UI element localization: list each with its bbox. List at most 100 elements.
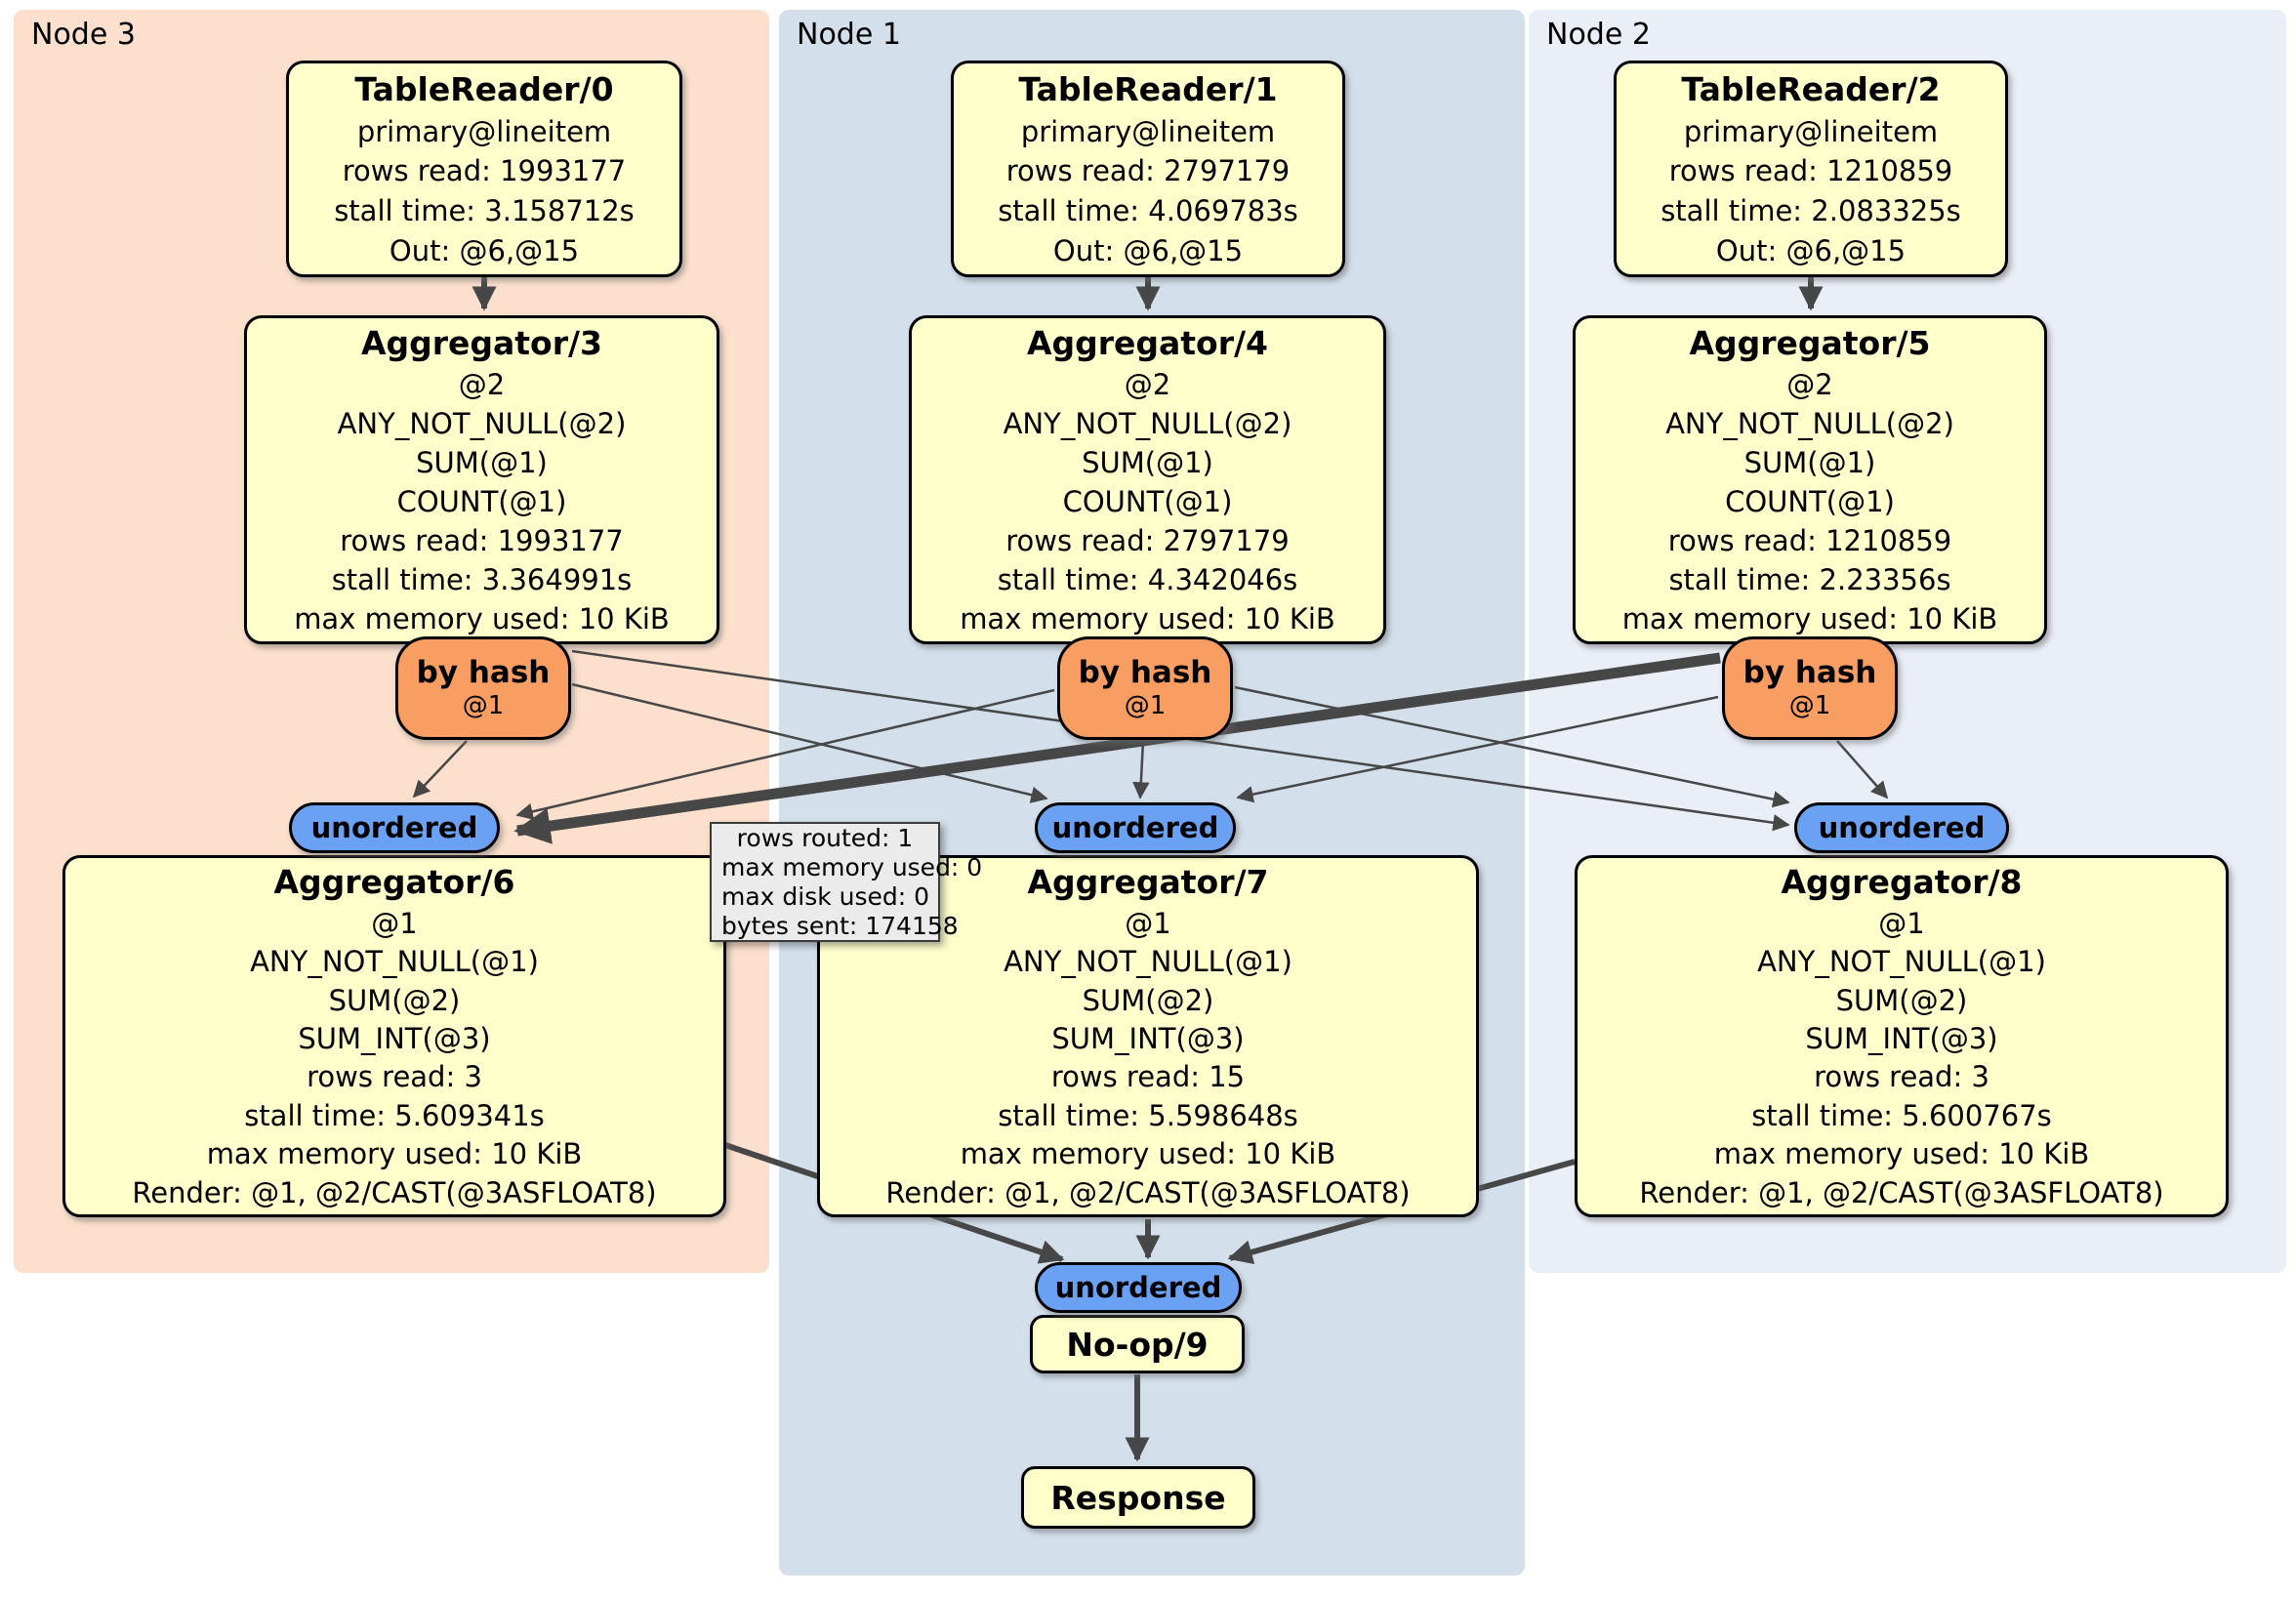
router-label: by hash xyxy=(1078,655,1212,690)
router-by-hash-3[interactable]: by hash @1 xyxy=(395,636,571,740)
agg-fn-line: COUNT(@1) xyxy=(396,485,567,518)
agg-fn-line: SUM(@2) xyxy=(1082,983,1214,1017)
processor-title: Aggregator/5 xyxy=(1689,324,1931,362)
max-memory-line: max memory used: 10 KiB xyxy=(206,1137,583,1171)
sync-unordered-node2[interactable]: unordered xyxy=(1794,802,2009,853)
stall-time-line: stall time: 4.342046s xyxy=(997,563,1298,596)
sync-unordered-final[interactable]: unordered xyxy=(1035,1262,1242,1313)
processor-noop-9[interactable]: No-op/9 xyxy=(1030,1315,1245,1373)
stall-time-line: stall time: 3.158712s xyxy=(334,194,635,228)
out-line: Out: @6,@15 xyxy=(389,234,580,268)
group-col-line: @1 xyxy=(371,906,418,940)
processor-aggregator-3[interactable]: Aggregator/3 @2 ANY_NOT_NULL(@2) SUM(@1)… xyxy=(244,315,719,644)
processor-tablereader-2[interactable]: TableReader/2 primary@lineitem rows read… xyxy=(1614,61,2008,277)
group-col-line: @2 xyxy=(1124,368,1171,401)
router-label: by hash xyxy=(416,655,551,690)
rows-read-line: rows read: 3 xyxy=(1814,1060,1989,1094)
region-label-node-1: Node 1 xyxy=(797,18,901,52)
processor-aggregator-4[interactable]: Aggregator/4 @2 ANY_NOT_NULL(@2) SUM(@1)… xyxy=(909,315,1386,644)
render-line: Render: @1, @2/CAST(@3ASFLOAT8) xyxy=(885,1175,1411,1209)
agg-fn-line: SUM(@1) xyxy=(1743,446,1876,479)
router-hash-columns: @1 xyxy=(1788,691,1831,720)
agg-fn-line: COUNT(@1) xyxy=(1062,485,1233,518)
processor-title: Aggregator/4 xyxy=(1026,324,1269,362)
processor-title: TableReader/2 xyxy=(1681,69,1941,108)
out-line: Out: @6,@15 xyxy=(1052,234,1244,268)
rows-read-line: rows read: 2797179 xyxy=(1005,154,1291,188)
agg-fn-line: SUM_INT(@3) xyxy=(298,1021,491,1055)
stream-stats-tooltip: rows routed: 1 max memory used: 0 max di… xyxy=(710,822,983,942)
index-line: primary@lineitem xyxy=(356,114,612,148)
processor-title: TableReader/0 xyxy=(354,69,614,108)
stall-time-line: stall time: 4.069783s xyxy=(998,194,1298,228)
max-memory-line: max memory used: 10 KiB xyxy=(1621,602,1998,635)
agg-fn-line: SUM(@2) xyxy=(1835,983,1968,1017)
edge-hash3-un3 xyxy=(412,740,468,798)
sync-unordered-node1[interactable]: unordered xyxy=(1035,802,1236,853)
out-line: Out: @6,@15 xyxy=(1715,234,1906,268)
edge-hash4-un8 xyxy=(1234,685,1790,808)
agg-fn-line: SUM(@2) xyxy=(328,983,461,1017)
agg-fn-line: ANY_NOT_NULL(@2) xyxy=(337,407,627,440)
response-node[interactable]: Response xyxy=(1021,1466,1255,1529)
edge-hash5-un8 xyxy=(1836,740,1889,799)
edge-hash5-un3 xyxy=(513,652,1721,844)
edge-hash4-un7 xyxy=(1132,740,1150,799)
rows-read-line: rows read: 1993177 xyxy=(340,524,624,557)
sync-unordered-node3[interactable]: unordered xyxy=(289,802,500,853)
router-label: by hash xyxy=(1742,655,1877,690)
agg-fn-line: ANY_NOT_NULL(@1) xyxy=(1004,945,1292,979)
rows-read-line: rows read: 15 xyxy=(1050,1060,1246,1094)
sync-label: unordered xyxy=(310,811,478,844)
processor-title: TableReader/1 xyxy=(1018,69,1278,108)
sync-label: unordered xyxy=(1054,1271,1222,1304)
bytes-sent-stat: bytes sent: 174158 xyxy=(721,911,959,940)
stall-time-line: stall time: 5.598648s xyxy=(998,1098,1298,1132)
agg-fn-line: COUNT(@1) xyxy=(1725,485,1895,518)
render-line: Render: @1, @2/CAST(@3ASFLOAT8) xyxy=(132,1175,657,1209)
max-memory-stat: max memory used: 0 xyxy=(721,852,983,881)
router-hash-columns: @1 xyxy=(462,691,505,720)
rows-read-line: rows read: 3 xyxy=(307,1060,482,1094)
processor-title: Aggregator/6 xyxy=(273,863,515,902)
agg-fn-line: ANY_NOT_NULL(@1) xyxy=(1757,945,2046,979)
edge-hash5-un7 xyxy=(1236,695,1719,803)
agg-fn-line: ANY_NOT_NULL(@2) xyxy=(1003,407,1292,440)
agg-fn-line: ANY_NOT_NULL(@2) xyxy=(1665,407,1954,440)
rows-read-line: rows read: 1993177 xyxy=(342,154,627,188)
max-disk-stat: max disk used: 0 xyxy=(721,881,930,911)
group-col-line: @1 xyxy=(1878,906,1925,940)
processor-title: Aggregator/7 xyxy=(1027,863,1269,902)
max-memory-line: max memory used: 10 KiB xyxy=(960,1137,1336,1171)
agg-fn-line: SUM_INT(@3) xyxy=(1051,1021,1245,1055)
stall-time-line: stall time: 2.23356s xyxy=(1668,563,1951,596)
group-col-line: @2 xyxy=(458,368,506,401)
processor-title: No-op/9 xyxy=(1066,1325,1209,1364)
processor-tablereader-1[interactable]: TableReader/1 primary@lineitem rows read… xyxy=(951,61,1345,277)
region-label-node-2: Node 2 xyxy=(1546,18,1651,52)
stall-time-line: stall time: 5.600767s xyxy=(1751,1098,2052,1132)
processor-tablereader-0[interactable]: TableReader/0 primary@lineitem rows read… xyxy=(286,61,682,277)
max-memory-line: max memory used: 10 KiB xyxy=(960,602,1335,635)
region-label-node-3: Node 3 xyxy=(31,18,136,52)
stall-time-line: stall time: 2.083325s xyxy=(1660,194,1961,228)
agg-fn-line: ANY_NOT_NULL(@1) xyxy=(250,945,539,979)
rows-read-line: rows read: 2797179 xyxy=(1005,524,1290,557)
stall-time-line: stall time: 5.609341s xyxy=(244,1098,545,1132)
group-col-line: @2 xyxy=(1786,368,1833,401)
agg-fn-line: SUM(@1) xyxy=(416,446,548,479)
router-by-hash-5[interactable]: by hash @1 xyxy=(1722,636,1898,740)
processor-aggregator-8[interactable]: Aggregator/8 @1 ANY_NOT_NULL(@1) SUM(@2)… xyxy=(1575,855,2229,1217)
processor-title: Aggregator/3 xyxy=(360,324,603,362)
rows-routed-stat: rows routed: 1 xyxy=(736,823,914,852)
edge-hash3-un7 xyxy=(571,682,1048,803)
group-col-line: @1 xyxy=(1125,906,1171,940)
processor-title: Aggregator/8 xyxy=(1781,863,2023,902)
rows-read-line: rows read: 1210859 xyxy=(1668,154,1953,188)
processor-aggregator-5[interactable]: Aggregator/5 @2 ANY_NOT_NULL(@2) SUM(@1)… xyxy=(1573,315,2047,644)
index-line: primary@lineitem xyxy=(1683,114,1939,148)
processor-aggregator-7[interactable]: Aggregator/7 @1 ANY_NOT_NULL(@1) SUM(@2)… xyxy=(817,855,1479,1217)
router-by-hash-4[interactable]: by hash @1 xyxy=(1057,636,1233,740)
processor-aggregator-6[interactable]: Aggregator/6 @1 ANY_NOT_NULL(@1) SUM(@2)… xyxy=(62,855,726,1217)
